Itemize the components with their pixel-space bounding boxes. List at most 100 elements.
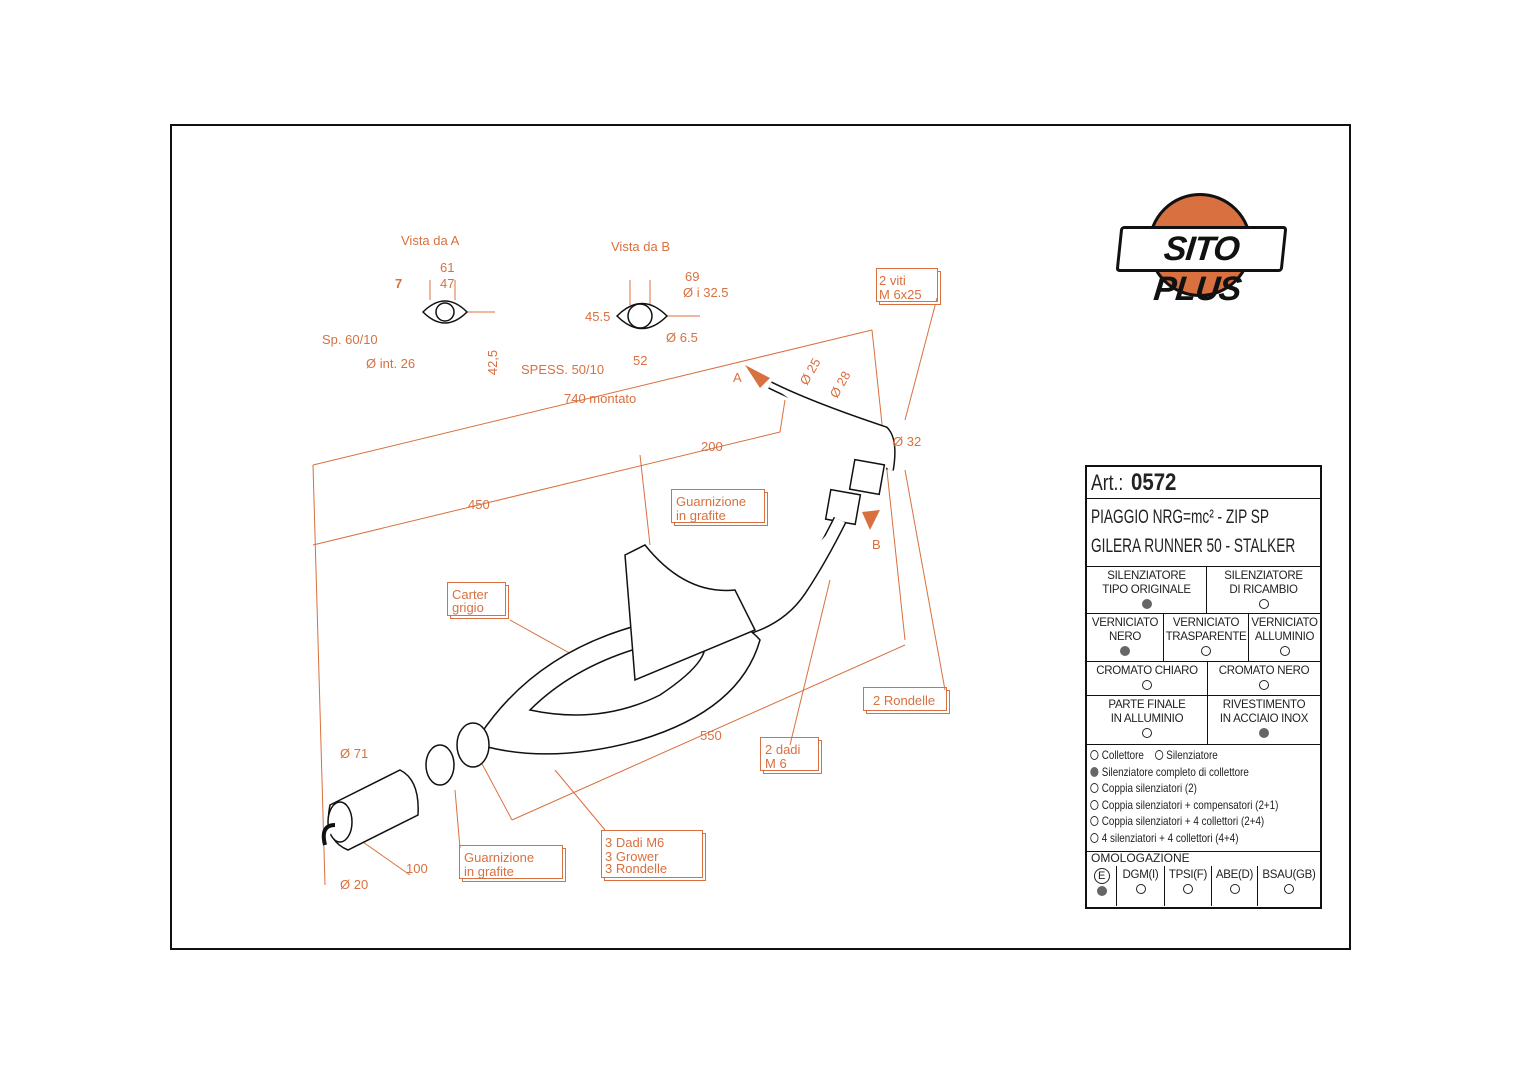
callout-carter: Carter grigio (447, 582, 506, 616)
empty-dot-icon (1090, 750, 1099, 760)
callout-text: 2 dadi (765, 742, 801, 757)
empty-dot-icon (1154, 750, 1164, 760)
dim-69: 69 (685, 269, 700, 284)
dim-d20: Ø 20 (340, 877, 369, 892)
callout-guarnizione-2: Guarnizione in grafite (459, 845, 563, 879)
homologation-row: E DGM(I) TPSI(F) ABE(D) BSAU(GB) (1087, 866, 1320, 906)
callout-text: M 6 (765, 756, 787, 771)
homologation-dgm[interactable]: DGM(I) (1117, 866, 1165, 906)
dim-d32: Ø 32 (893, 434, 922, 449)
view-a-title: Vista da A (401, 233, 460, 248)
callout-text: 3 Rondelle (605, 861, 668, 876)
callout-text: in grafite (464, 864, 514, 879)
dim-100: 100 (406, 861, 428, 876)
empty-dot-icon (1279, 646, 1290, 656)
dim-47: 47 (440, 276, 455, 291)
empty-dot-icon (1142, 728, 1152, 738)
empty-dot-icon (1090, 832, 1099, 843)
view-arrows (745, 365, 880, 530)
callout-text: grigio (452, 600, 484, 615)
empty-dot-icon (1142, 680, 1152, 690)
sito-plus-logo: SITO PLUS (1115, 193, 1288, 308)
selected-dot-icon (1141, 599, 1152, 609)
art-label: Art.: (1091, 470, 1124, 495)
dim-int26: Ø int. 26 (366, 356, 416, 371)
option-completo[interactable]: Silenziatore completo di collettore (1087, 764, 1278, 781)
empty-dot-icon (1201, 646, 1211, 656)
option-cromato-nero[interactable]: CROMATO NERO (1208, 662, 1320, 695)
dim-45-5: 45.5 (585, 309, 611, 324)
empty-dot-icon (1229, 884, 1240, 894)
dim-740: 740 montato (564, 391, 637, 406)
art-row: Art.: 0572 (1087, 467, 1320, 499)
option-coppia[interactable]: Coppia silenziatori (2) (1087, 780, 1278, 797)
view-b-title: Vista da B (611, 239, 671, 254)
omologazione-label: OMOLOGAZIONE (1091, 851, 1190, 865)
model-line-2: GILERA RUNNER 50 - STALKER (1091, 536, 1296, 557)
option-collettore-silenziatore[interactable]: Collettore Silenziatore (1087, 747, 1278, 764)
empty-dot-icon (1090, 799, 1099, 810)
dim-d71: Ø 71 (340, 746, 369, 761)
selected-dot-icon (1259, 728, 1269, 738)
empty-dot-icon (1259, 680, 1269, 690)
dim-200: 200 (701, 439, 723, 454)
dim-7: 7 (395, 276, 403, 291)
logo-text: SITO PLUS (1115, 226, 1288, 308)
homologation-abe[interactable]: ABE(D) (1212, 866, 1258, 906)
callout-text: 3 Grower (605, 849, 659, 864)
callout-text: Carter (452, 587, 489, 602)
selected-dot-icon (1120, 646, 1130, 656)
dimension-lines (312, 280, 946, 886)
option-coppia-compensatori[interactable]: Coppia silenziatori + compensatori (2+1) (1087, 797, 1278, 814)
callout-text: Guarnizione (676, 494, 747, 509)
dim-i32-5: Ø i 32.5 (683, 285, 729, 300)
dim-52: 52 (633, 353, 648, 368)
homologation-bsau[interactable]: BSAU(GB) (1258, 866, 1320, 906)
dim-42-5: 42,5 (485, 349, 501, 376)
dim-550: 550 (700, 728, 722, 743)
dim-450: 450 (468, 497, 490, 512)
callout-text: 2 Rondelle (873, 693, 936, 708)
callout-rondelle: 2 Rondelle (863, 687, 947, 711)
spec-table: Art.: 0572 PIAGGIO NRG=mc² - ZIP SP GILE… (1085, 465, 1322, 909)
dim-61: 61 (440, 260, 455, 275)
option-coppia-collettori[interactable]: Coppia silenziatori + 4 collettori (2+4) (1087, 813, 1278, 830)
callout-dadi-grower: 3 Dadi M6 3 Grower 3 Rondelle (601, 830, 703, 878)
homologation-tpsi[interactable]: TPSI(F) (1165, 866, 1212, 906)
selected-dot-icon (1096, 886, 1107, 896)
empty-dot-icon (1090, 783, 1099, 793)
callout-dadi: 2 dadi M 6 (760, 737, 819, 771)
callout-text: M 6x25 (879, 287, 922, 302)
art-number: 0572 (1131, 469, 1177, 496)
option-4-silenziatori[interactable]: 4 silenziatori + 4 collettori (4+4) (1087, 830, 1278, 847)
callout-text: Guarnizione (464, 850, 535, 865)
callout-guarnizione-1: Guarnizione in grafite (671, 489, 765, 523)
parts (321, 300, 896, 851)
dim-6-5: Ø 6.5 (666, 330, 698, 345)
view-mark-b: B (872, 537, 881, 552)
dim-sp: Sp. 60/10 (322, 332, 378, 347)
callout-text: 3 Dadi M6 (605, 835, 665, 850)
empty-dot-icon (1284, 884, 1294, 894)
homologation-e[interactable]: E (1087, 866, 1117, 906)
options-list: Collettore Silenziatore Silenziatore com… (1087, 745, 1320, 852)
option-cromato-chiaro[interactable]: CROMATO CHIARO (1087, 662, 1208, 695)
empty-dot-icon (1183, 884, 1193, 894)
cromato-row: CROMATO CHIARO CROMATO NERO (1087, 662, 1320, 696)
callout-viti: 2 viti M 6x25 (876, 268, 938, 302)
empty-dot-icon (1090, 816, 1099, 826)
drawing-frame (170, 124, 1351, 950)
callout-text: in grafite (676, 508, 726, 523)
